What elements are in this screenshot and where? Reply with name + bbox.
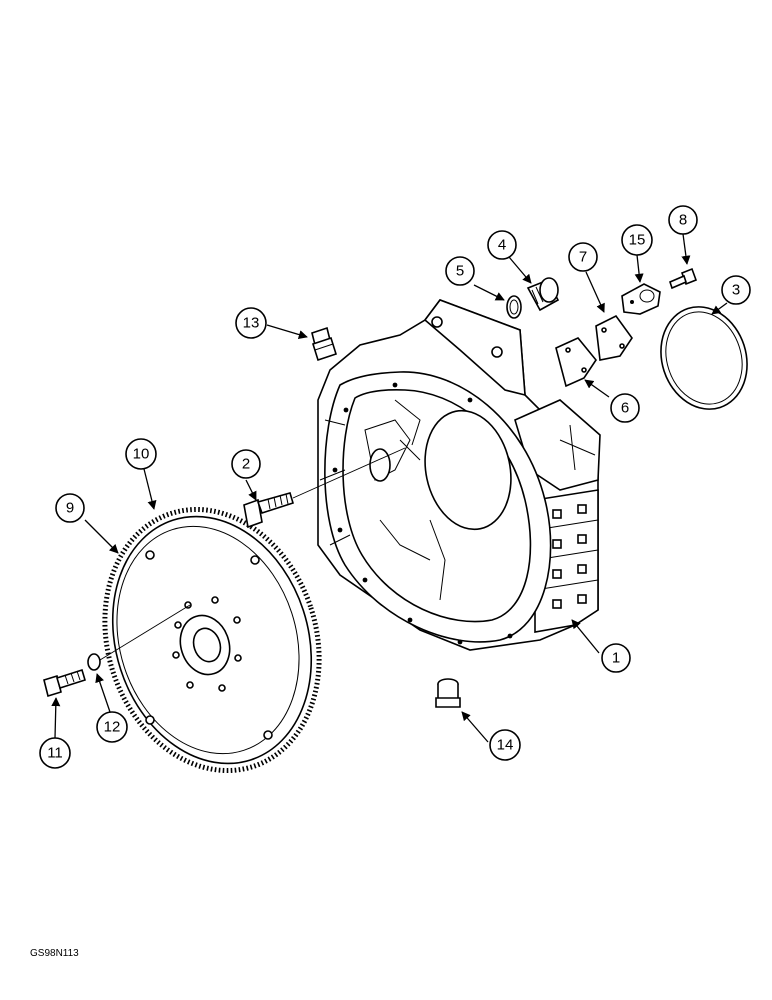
callout-9: 9 [55,493,85,523]
callout-12: 12 [96,711,128,743]
callout-6: 6 [610,393,640,423]
callout-3-label: 3 [732,282,740,299]
plug-14 [435,678,461,708]
flywheel [102,506,322,774]
screw-8 [669,267,698,290]
callout-12-label: 12 [104,719,121,736]
callout-10-label: 10 [133,446,150,463]
callout-9-label: 9 [66,500,74,517]
callout-7-label: 7 [579,249,587,266]
callout-8: 8 [668,205,698,235]
callout-4-label: 4 [498,237,506,254]
cover-6 [555,337,597,388]
bracket-15 [621,283,661,315]
callout-5: 5 [445,256,475,286]
callout-1-label: 1 [612,650,620,667]
callout-5-label: 5 [456,263,464,280]
callout-2-label: 2 [242,456,250,473]
flywheel-housing [317,299,601,651]
leader-lines [51,233,728,743]
callout-10: 10 [125,438,157,470]
seal-ring-3 [660,306,748,410]
callout-14-label: 14 [497,737,514,754]
callout-13: 13 [235,307,267,339]
callout-4: 4 [487,230,517,260]
callout-15: 15 [621,224,653,256]
bolt-2 [243,492,294,529]
callout-2: 2 [231,449,261,479]
callout-6-label: 6 [621,400,629,417]
fitting-4 [526,277,560,312]
callout-13-label: 13 [243,315,260,332]
callout-15-label: 15 [629,232,646,249]
callout-14: 14 [489,729,521,761]
o-ring-5 [506,295,522,319]
callout-7: 7 [568,242,598,272]
figure-code: GS98N113 [30,948,79,959]
gasket-7 [595,314,633,361]
callout-11: 11 [39,737,71,769]
bolt-11 [43,668,86,698]
plug-13 [311,326,337,362]
callout-3: 3 [721,275,751,305]
washer-12 [87,653,101,671]
callout-8-label: 8 [679,212,687,229]
callout-1: 1 [601,643,631,673]
callout-11-label: 11 [47,745,63,762]
